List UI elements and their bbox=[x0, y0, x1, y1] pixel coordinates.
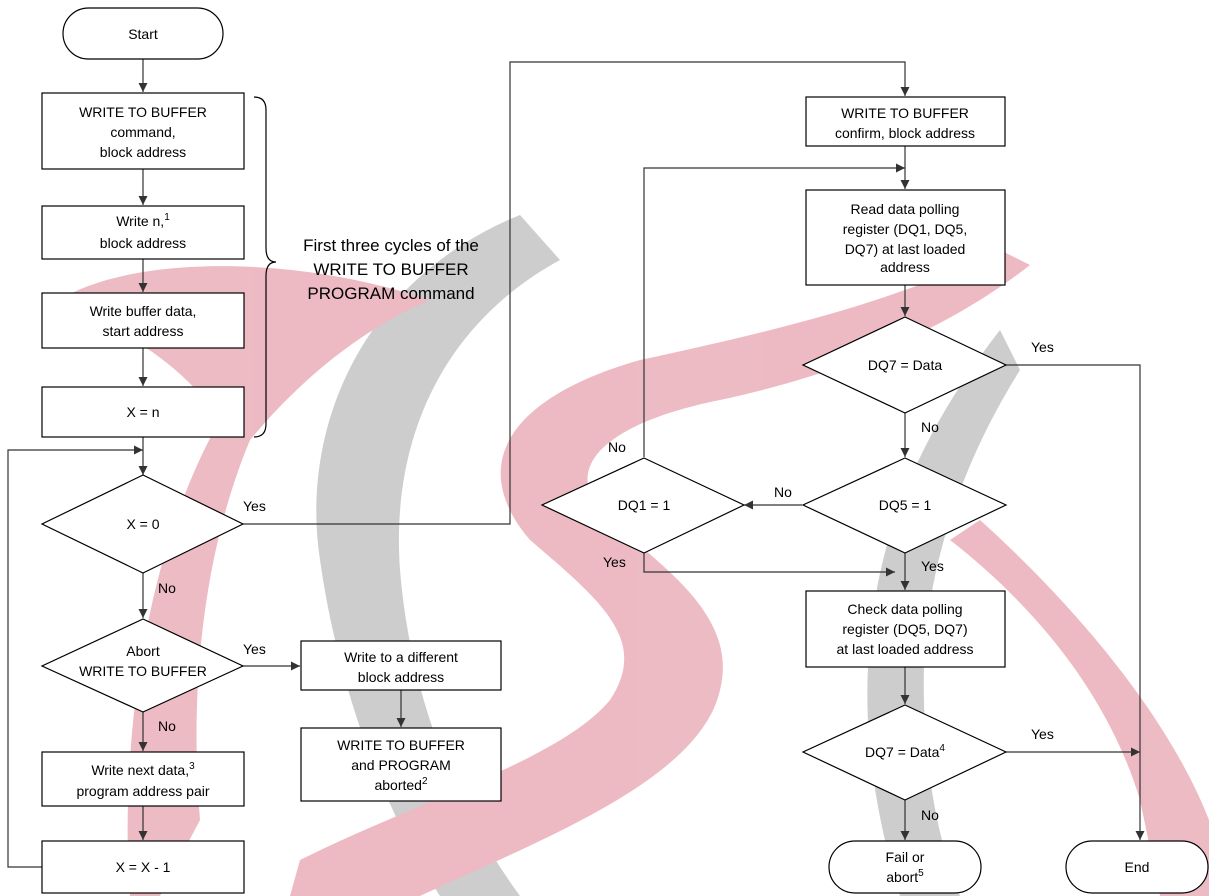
decision-abort: Abort WRITE TO BUFFER bbox=[40, 618, 245, 713]
wtb-command-line-2: command, bbox=[110, 124, 175, 140]
label-abort-yes: Yes bbox=[243, 641, 266, 657]
node-read-polling: Read data polling register (DQ1, DQ5, DQ… bbox=[805, 189, 1006, 286]
label-dq5-yes: Yes bbox=[921, 558, 944, 574]
aborted-line-1: WRITE TO BUFFER bbox=[337, 737, 465, 753]
node-write-buffer-data: Write buffer data, start address bbox=[41, 292, 245, 349]
wtb-command-line-1: WRITE TO BUFFER bbox=[79, 104, 207, 120]
decision-dq7-data-2: DQ7 = Data4 bbox=[801, 704, 1008, 801]
write-n-line-1: Write n,1 bbox=[116, 212, 170, 229]
label-dq1-no: No bbox=[608, 439, 626, 455]
write-buffer-line-2: start address bbox=[103, 323, 184, 339]
connectors bbox=[7, 59, 1145, 868]
label-dq7-yes: Yes bbox=[1031, 339, 1054, 355]
label-dq7b-yes: Yes bbox=[1031, 726, 1054, 742]
x-equals-0-label: X = 0 bbox=[126, 516, 159, 532]
edge-dq1-yes bbox=[643, 553, 895, 577]
node-check-polling: Check data polling register (DQ5, DQ7) a… bbox=[805, 590, 1006, 668]
read-polling-line-2: register (DQ1, DQ5, bbox=[843, 221, 967, 237]
label-x0-no: No bbox=[158, 580, 176, 596]
decision-dq1: DQ1 = 1 bbox=[540, 457, 746, 554]
wtb-confirm-line-2: confirm, block address bbox=[835, 125, 975, 141]
check-polling-line-2: register (DQ5, DQ7) bbox=[842, 621, 967, 637]
edge-dq1-no bbox=[643, 163, 905, 457]
node-wtb-confirm: WRITE TO BUFFER confirm, block address bbox=[805, 96, 1006, 147]
wtb-confirm-line-1: WRITE TO BUFFER bbox=[841, 105, 969, 121]
wtb-command-line-3: block address bbox=[100, 144, 186, 160]
fail-line-2: abort5 bbox=[886, 868, 924, 885]
brace-note-line-1: First three cycles of the bbox=[303, 236, 479, 255]
brace-note-line-2: WRITE TO BUFFER bbox=[313, 260, 468, 279]
decision-dq7-data: DQ7 = Data bbox=[801, 316, 1008, 414]
node-wtb-command: WRITE TO BUFFER command, block address bbox=[41, 92, 245, 170]
read-polling-line-1: Read data polling bbox=[851, 201, 960, 217]
decision-dq5: DQ5 = 1 bbox=[801, 457, 1008, 554]
write-n-line-2: block address bbox=[100, 235, 186, 251]
edge-loop-back bbox=[7, 445, 143, 868]
edge-dq7-yes bbox=[1006, 364, 1145, 840]
dq7-data-label: DQ7 = Data bbox=[868, 357, 943, 373]
abort-line-2: WRITE TO BUFFER bbox=[79, 663, 207, 679]
decision-x-equals-0: X = 0 bbox=[40, 474, 245, 574]
node-fail-or-abort: Fail or abort5 bbox=[828, 840, 982, 894]
watermark-red-tail bbox=[950, 520, 1209, 896]
start-label: Start bbox=[128, 26, 158, 42]
x-decrement-label: X = X - 1 bbox=[116, 859, 171, 875]
aborted-line-2: and PROGRAM bbox=[351, 757, 451, 773]
label-abort-no: No bbox=[158, 718, 176, 734]
brace-note-line-3: PROGRAM command bbox=[307, 284, 474, 303]
label-dq1-yes: Yes bbox=[603, 554, 626, 570]
node-x-decrement: X = X - 1 bbox=[41, 840, 245, 894]
label-x0-yes: Yes bbox=[243, 498, 266, 514]
node-write-n: Write n,1 block address bbox=[41, 205, 245, 260]
write-buffer-line-1: Write buffer data, bbox=[90, 303, 197, 319]
node-end: End bbox=[1065, 840, 1209, 894]
node-aborted: WRITE TO BUFFER and PROGRAM aborted2 bbox=[300, 727, 502, 802]
abort-line-1: Abort bbox=[126, 643, 160, 659]
watermark-gray-arc bbox=[316, 215, 560, 896]
label-dq7-no: No bbox=[921, 419, 939, 435]
fail-line-1: Fail or bbox=[886, 849, 925, 865]
edge-x0-yes bbox=[243, 61, 910, 525]
dq7-data-2-label: DQ7 = Data4 bbox=[865, 743, 945, 760]
label-dq7b-no: No bbox=[921, 807, 939, 823]
node-x-equals-n: X = n bbox=[41, 386, 245, 438]
aborted-line-3: aborted2 bbox=[374, 776, 427, 793]
watermark-red-band bbox=[290, 250, 1030, 896]
watermark-red-swoosh bbox=[60, 266, 430, 896]
x-equals-n-label: X = n bbox=[126, 404, 159, 420]
read-polling-line-3: DQ7) at last loaded bbox=[845, 241, 966, 257]
read-polling-line-4: address bbox=[880, 259, 930, 275]
end-label: End bbox=[1125, 859, 1150, 875]
write-next-line-1: Write next data,3 bbox=[91, 761, 195, 778]
write-different-line-1: Write to a different bbox=[344, 649, 458, 665]
cycle-brace bbox=[253, 96, 277, 438]
check-polling-line-1: Check data polling bbox=[847, 601, 962, 617]
write-different-line-2: block address bbox=[358, 669, 444, 685]
node-start: Start bbox=[62, 7, 224, 60]
label-dq5-no: No bbox=[774, 484, 792, 500]
node-write-next-data: Write next data,3 program address pair bbox=[41, 751, 245, 807]
edge-labels: Yes No Yes No Yes No No Yes No Yes Yes N… bbox=[158, 339, 1054, 823]
dq5-label: DQ5 = 1 bbox=[879, 497, 932, 513]
brace-note: First three cycles of the WRITE TO BUFFE… bbox=[303, 236, 479, 303]
node-write-different-block: Write to a different block address bbox=[300, 640, 502, 691]
dq1-label: DQ1 = 1 bbox=[618, 497, 671, 513]
write-next-line-2: program address pair bbox=[76, 783, 209, 799]
check-polling-line-3: at last loaded address bbox=[837, 641, 974, 657]
